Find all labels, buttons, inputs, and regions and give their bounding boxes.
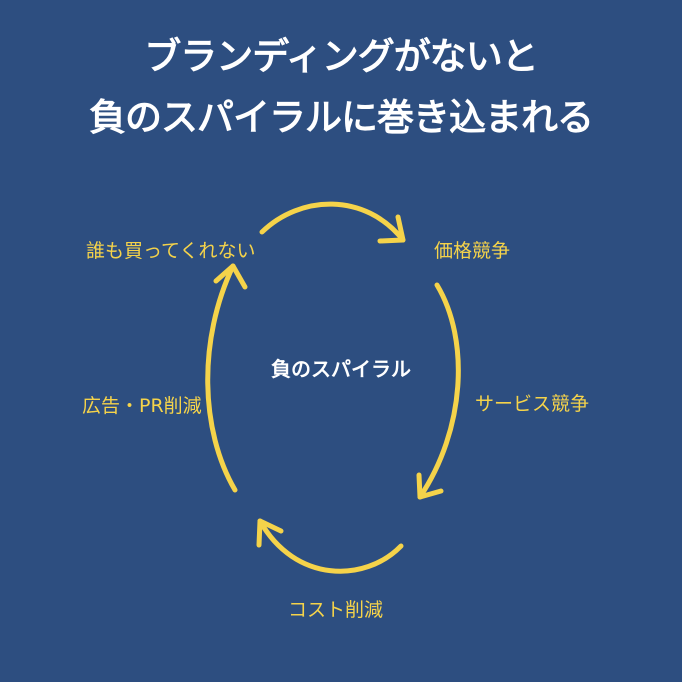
arrow-left xyxy=(205,263,248,493)
title-line-2: 負のスパイラルに巻き込まれる xyxy=(89,96,594,139)
center-label: 負のスパイラル xyxy=(271,357,411,381)
step-price-competition: 価格競争 xyxy=(434,240,511,262)
arrow-right xyxy=(416,282,461,500)
title-line-1: ブランディングがないと xyxy=(144,35,538,78)
arrow-top xyxy=(259,201,406,244)
arrow-bottom xyxy=(256,518,404,574)
step-ad-pr-reduction: 広告・PR削減 xyxy=(82,395,202,417)
step-service-competition: サービス競争 xyxy=(475,393,590,415)
step-nobody-buys: 誰も買ってくれない xyxy=(86,240,256,262)
step-cost-reduction: コスト削減 xyxy=(288,599,384,621)
